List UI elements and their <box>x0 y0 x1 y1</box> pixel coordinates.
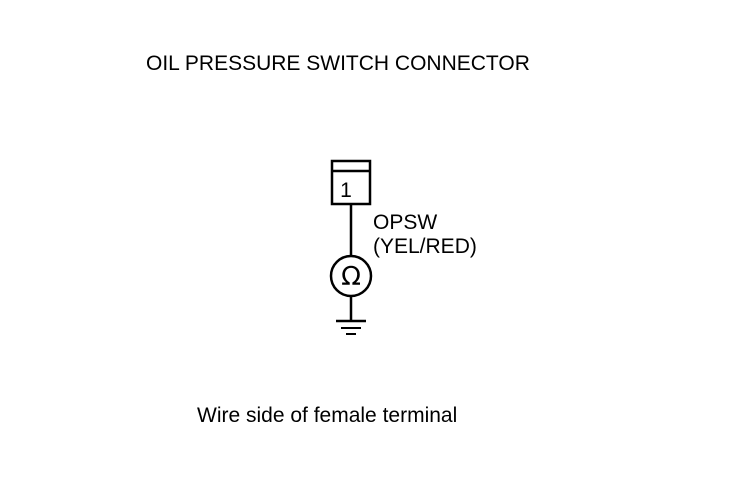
ohmmeter-icon: Ω <box>329 254 373 298</box>
diagram-title: OIL PRESSURE SWITCH CONNECTOR <box>146 52 530 75</box>
wire-color: (YEL/RED) <box>373 235 477 258</box>
ground-icon <box>336 319 366 335</box>
ohm-symbol: Ω <box>341 262 361 292</box>
diagram-caption: Wire side of female terminal <box>197 404 458 427</box>
wire-name: OPSW <box>373 211 438 234</box>
wire-label: OPSW (YEL/RED) <box>373 211 477 259</box>
pin-number: 1 <box>340 179 352 202</box>
